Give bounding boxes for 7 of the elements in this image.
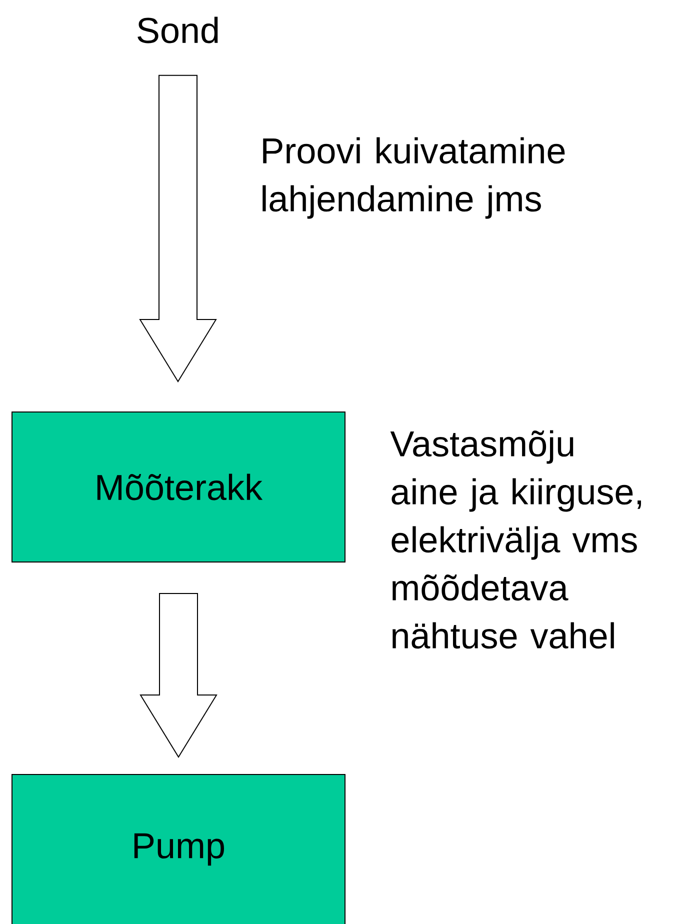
block-arrow	[140, 593, 218, 758]
process-box: Pump	[12, 774, 346, 924]
description-text: Vastasmõju aine ja kiirguse, elektrivälja vms mõõdetava nähtuse vahel	[390, 430, 641, 649]
source-label: Sond	[138, 16, 218, 44]
edge-label: Proovi kuivatamine lahjendamine jms	[262, 137, 565, 219]
block-arrow	[139, 74, 217, 382]
process-box: Mõõterakk	[12, 412, 346, 562]
